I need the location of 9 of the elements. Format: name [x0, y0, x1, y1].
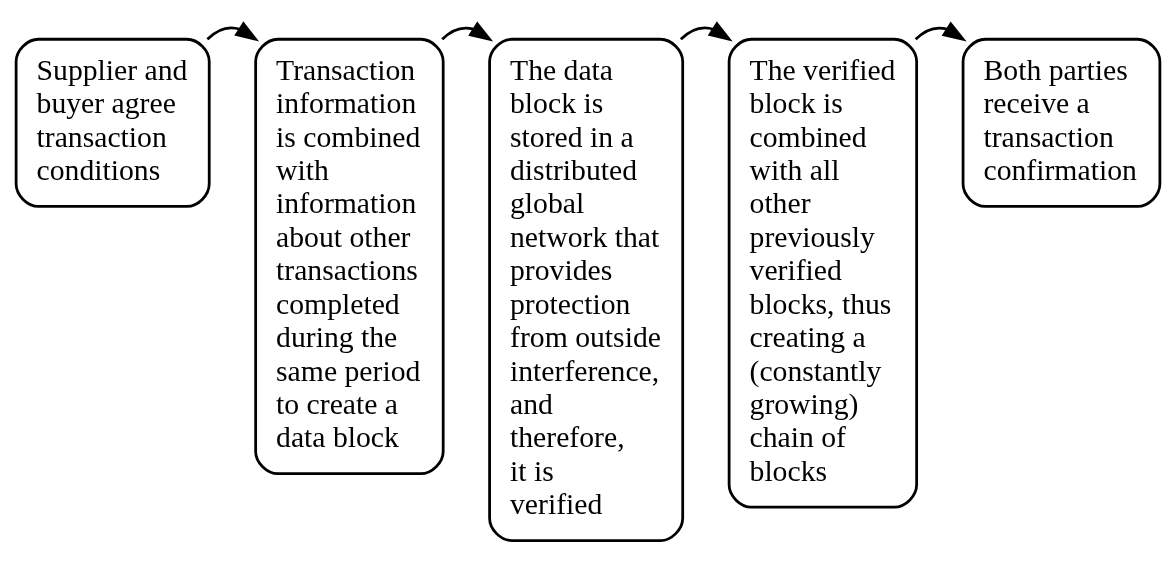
node-box: The data block is stored in a distributed global network that provides protection from outside interference, and therefore, it is verified [488, 37, 685, 542]
node-box: Supplier and buyer agree transaction conditions [14, 37, 211, 208]
arrow [441, 21, 494, 42]
arrow [914, 21, 967, 42]
node-box: Both parties receive a transaction confirmation [961, 37, 1162, 208]
node-box: Transaction information is combined with information about other transactions completed during the same period to create a data block [254, 37, 445, 476]
arrow [206, 21, 260, 42]
node-box: The verified block is combined with all other previously verified blocks, thus creating a (constantly growing) chain of blocks [727, 37, 919, 509]
arrow [679, 21, 733, 42]
